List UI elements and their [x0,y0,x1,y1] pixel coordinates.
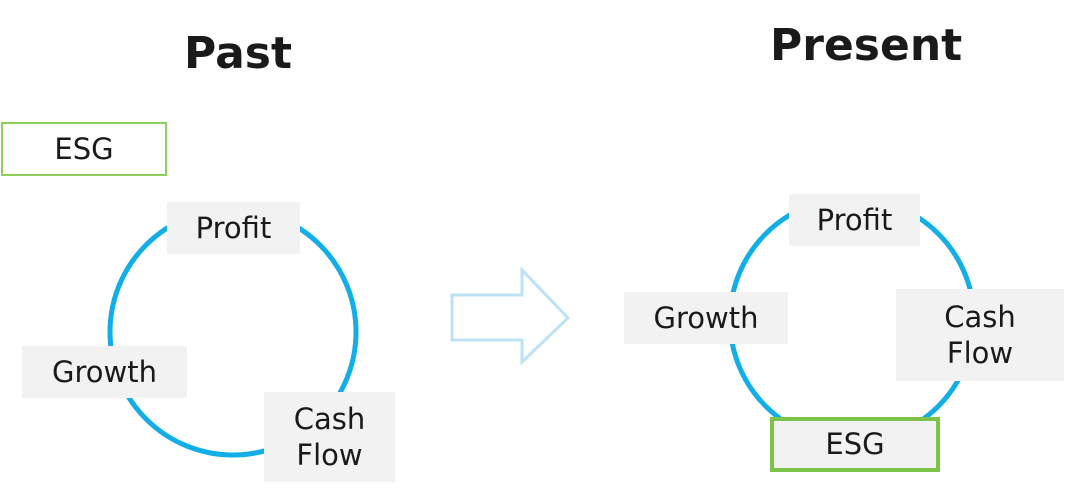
past-profit-box: Profit [167,202,300,254]
past-cash-flow-box: Cash Flow [264,392,395,482]
past-heading: Past [184,28,292,79]
past-esg-label: ESG [54,131,114,166]
past-esg-box: ESG [1,122,167,176]
present-profit-box: Profit [789,194,920,246]
present-cash-flow-box: Cash Flow [896,289,1064,381]
past-growth-label: Growth [52,354,157,389]
present-esg-box: ESG [770,417,940,472]
past-profit-label: Profit [195,210,272,245]
present-growth-box: Growth [624,292,788,344]
present-esg-label: ESG [825,427,885,462]
present-cash-flow-label: Cash Flow [944,299,1016,370]
present-profit-label: Profit [816,202,893,237]
past-growth-box: Growth [22,346,187,398]
right-arrow-icon [450,266,571,366]
present-heading: Present [770,20,963,71]
present-growth-label: Growth [653,300,759,335]
past-cash-flow-label: Cash Flow [293,401,366,472]
